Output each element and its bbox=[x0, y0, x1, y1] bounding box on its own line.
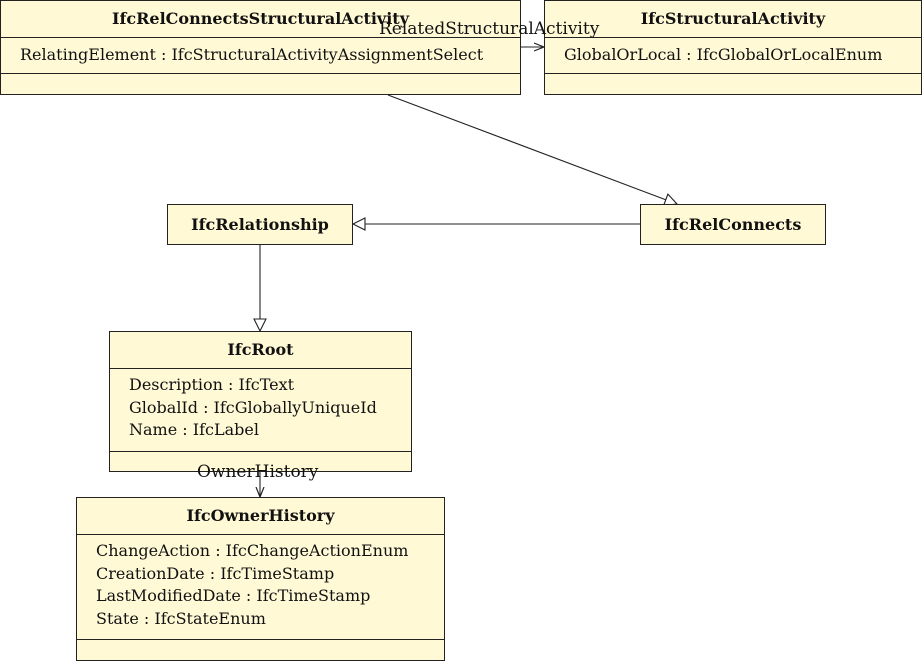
class-ifcrelationship[interactable]: IfcRelationship bbox=[167, 204, 353, 245]
association-label-owner-history: OwnerHistory bbox=[197, 462, 319, 482]
attribute-list: RelatingElement : IfcStructuralActivityA… bbox=[1, 38, 520, 73]
class-ifcrelconnectsstructuralactivity[interactable]: IfcRelConnectsStructuralActivity Relatin… bbox=[0, 0, 521, 95]
attribute-list: ChangeAction : IfcChangeActionEnum Creat… bbox=[77, 535, 444, 639]
association-label-related-structural-activity: RelatedStructuralActivity bbox=[379, 19, 600, 39]
attribute: Description : IfcText bbox=[129, 375, 295, 394]
attribute-list: Description : IfcText GlobalId : IfcGlob… bbox=[110, 369, 411, 451]
attribute: CreationDate : IfcTimeStamp bbox=[96, 563, 335, 583]
class-name: IfcRelConnects bbox=[664, 215, 802, 234]
class-ifcroot[interactable]: IfcRoot Description : IfcText GlobalId :… bbox=[109, 331, 412, 472]
attribute: LastModifiedDate : IfcTimeStamp bbox=[96, 586, 371, 605]
generalization-relconnectsstructuralactivity-to-relconnects bbox=[387, 94, 677, 204]
attribute-list: GlobalOrLocal : IfcGlobalOrLocalEnum bbox=[545, 38, 921, 73]
class-name: IfcRelationship bbox=[191, 215, 329, 234]
class-name: IfcStructuralActivity bbox=[640, 9, 826, 28]
class-name: IfcRoot bbox=[227, 340, 294, 359]
class-ifcrelconnects[interactable]: IfcRelConnects bbox=[640, 204, 826, 245]
attribute: RelatingElement : IfcStructuralActivityA… bbox=[20, 45, 484, 64]
attribute: State : IfcStateEnum bbox=[96, 608, 266, 628]
attribute: GlobalId : IfcGloballyUniqueId bbox=[129, 397, 377, 417]
class-name: IfcRelConnectsStructuralActivity bbox=[112, 9, 409, 28]
class-ifcownerhistory[interactable]: IfcOwnerHistory ChangeAction : IfcChange… bbox=[76, 497, 445, 661]
class-name: IfcOwnerHistory bbox=[186, 506, 335, 525]
class-ifcstructuralactivity[interactable]: IfcStructuralActivity GlobalOrLocal : If… bbox=[544, 0, 922, 95]
attribute: Name : IfcLabel bbox=[129, 420, 259, 439]
attribute: ChangeAction : IfcChangeActionEnum bbox=[96, 541, 409, 560]
attribute: GlobalOrLocal : IfcGlobalOrLocalEnum bbox=[564, 45, 883, 64]
